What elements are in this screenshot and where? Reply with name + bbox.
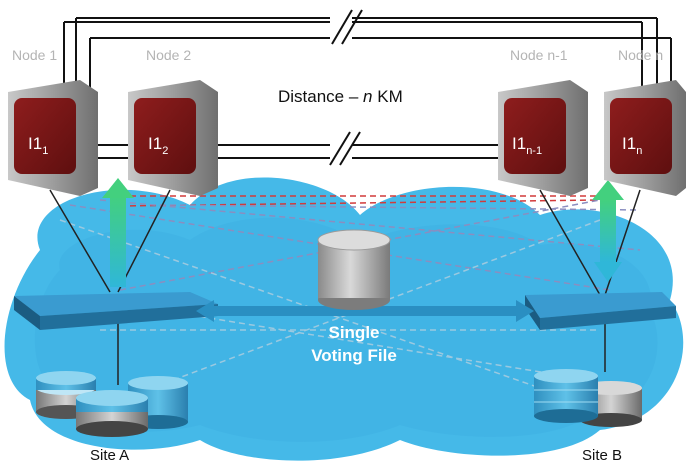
voting-file-label-line2: Voting File — [311, 346, 397, 365]
instance-label: I1n-1 — [512, 134, 542, 157]
switch-links — [49, 189, 641, 385]
site-b-label: Site B — [582, 447, 622, 464]
up-arrow-icon — [592, 180, 624, 282]
line-break-icon — [329, 9, 363, 166]
switch-icon — [525, 292, 676, 330]
node-label: Node n — [618, 47, 663, 63]
instance-label: I11 — [28, 134, 48, 157]
server-icon — [498, 80, 588, 196]
instance-label: I1n — [622, 134, 642, 157]
server-icon — [128, 80, 218, 196]
server-icon — [604, 80, 686, 196]
node-label: Node 1 — [12, 47, 57, 63]
site-a-label: Site A — [90, 447, 129, 464]
server-icon — [8, 80, 98, 196]
node-label: Node n-1 — [510, 47, 568, 63]
server-node-n-1: Node n-1 I1n-1 — [498, 47, 588, 196]
interconnect-arrow — [196, 300, 534, 322]
server-node-1: Node 1 I11 — [8, 47, 98, 196]
distance-label: Distance – n KM — [278, 87, 403, 106]
server-node-2: Node 2 I12 — [128, 47, 218, 196]
voting-file-label-line1: Single — [328, 323, 379, 342]
cylinder-icon — [317, 229, 391, 310]
switch-icon — [14, 292, 218, 330]
storage-disk-icon — [534, 369, 598, 423]
server-node-n: Node n I1n — [604, 47, 686, 196]
up-arrow-icon — [102, 178, 134, 287]
node-label: Node 2 — [146, 47, 191, 63]
storage-disk-icon — [76, 390, 148, 437]
instance-label: I12 — [148, 134, 168, 157]
